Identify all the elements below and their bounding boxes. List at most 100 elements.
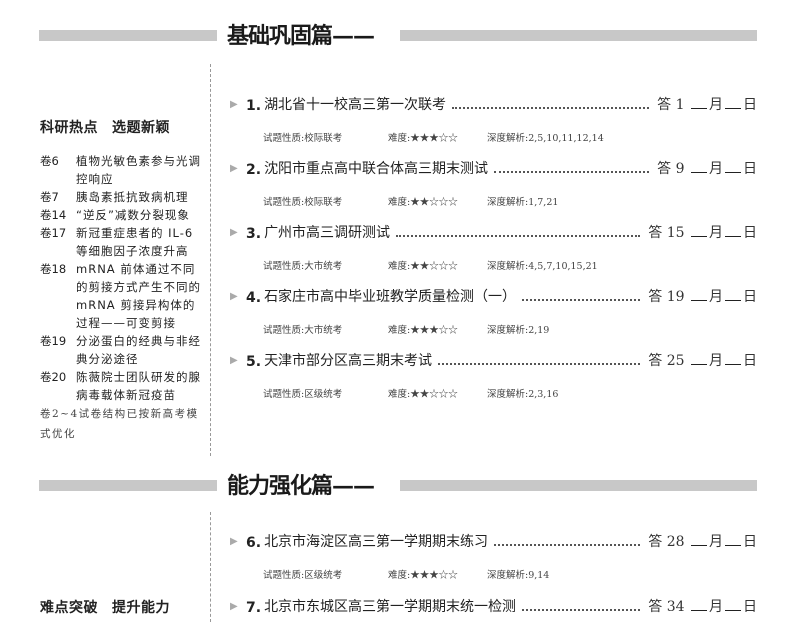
page-number: 19	[666, 289, 685, 305]
exam-number: 4.	[246, 290, 262, 306]
exam-row[interactable]: ▶ 7. 北京市东城区高三第一学期期末统一检测 答 34 月日	[230, 596, 757, 616]
month-blank[interactable]	[691, 108, 707, 109]
analysis-label: 深度解析:	[487, 389, 529, 400]
divider	[210, 512, 211, 622]
day-blank[interactable]	[725, 236, 741, 237]
day-blank[interactable]	[725, 610, 741, 611]
page-number: 25	[666, 353, 685, 369]
section-bar-left	[39, 480, 217, 491]
month-label: 月	[709, 289, 723, 305]
month-blank[interactable]	[691, 172, 707, 173]
analysis-label: 深度解析:	[487, 325, 529, 336]
day-blank[interactable]	[725, 545, 741, 546]
analysis-label: 深度解析:	[487, 197, 529, 208]
nature-value: 校际联考	[304, 133, 343, 144]
answer-page: 答 15 月日	[648, 222, 757, 242]
analysis-value: 2,5,10,11,12,14	[528, 133, 604, 144]
volume-label: 卷19	[40, 334, 67, 348]
analysis: 深度解析:4,5,7,10,15,21	[487, 258, 598, 272]
nature: 试题性质:校际联考	[263, 197, 342, 208]
triangle-right-icon: ▶	[230, 355, 238, 366]
triangle-right-icon: ▶	[230, 601, 238, 612]
nature: 试题性质:区级统考	[263, 389, 342, 400]
exam-meta: 试题性质:大市统考 难度:★★☆☆☆ 深度解析:4,5,7,10,15,21	[263, 258, 598, 272]
nature: 试题性质:区级统考	[263, 570, 342, 581]
triangle-right-icon: ▶	[230, 536, 238, 547]
nature-label: 试题性质:	[263, 389, 305, 400]
exam-row[interactable]: ▶ 5. 天津市部分区高三期末考试 答 25 月日	[230, 350, 757, 370]
side-heading-part: 提升能力	[112, 600, 170, 616]
difficulty-label: 难度:	[388, 570, 411, 581]
day-label: 日	[743, 289, 757, 305]
side-item: 卷14“逆反”减数分裂现象	[40, 206, 206, 224]
nature-label: 试题性质:	[263, 261, 305, 272]
nature-label: 试题性质:	[263, 133, 305, 144]
exam-row[interactable]: ▶ 3. 广州市高三调研测试 答 15 月日	[230, 222, 757, 242]
section-bar-right	[400, 480, 757, 491]
analysis: 深度解析:9,14	[487, 567, 549, 581]
answer-page: 答 28 月日	[648, 531, 757, 551]
dot-leader	[522, 299, 641, 301]
analysis-label: 深度解析:	[487, 133, 529, 144]
day-blank[interactable]	[725, 364, 741, 365]
analysis-value: 9,14	[528, 570, 550, 581]
answer-label: 答	[657, 161, 672, 177]
day-label: 日	[743, 97, 757, 113]
volume-label: 卷6	[40, 154, 59, 168]
difficulty: 难度:★★★☆☆	[388, 322, 458, 336]
month-label: 月	[709, 97, 723, 113]
page-number: 34	[666, 599, 685, 615]
exam-title: 广州市高三调研测试	[264, 225, 391, 241]
exam-title: 湖北省十一校高三第一次联考	[264, 97, 447, 113]
volume-label: 卷17	[40, 226, 67, 240]
topic-text: 植物光敏色素参与光调控响应	[76, 154, 201, 186]
volume-label: 卷7	[40, 190, 59, 204]
page-number: 15	[666, 225, 685, 241]
analysis-label: 深度解析:	[487, 261, 529, 272]
section-bar-left	[39, 30, 217, 41]
analysis: 深度解析:2,19	[487, 322, 549, 336]
section-title-advanced: 能力强化篇——	[227, 473, 375, 499]
nature-value: 大市统考	[304, 325, 343, 336]
side-heading-part: 选题新颖	[112, 120, 170, 136]
exam-row[interactable]: ▶ 4. 石家庄市高中毕业班教学质量检测（一） 答 19 月日	[230, 286, 757, 306]
section-title-basic: 基础巩固篇——	[227, 23, 375, 49]
day-blank[interactable]	[725, 300, 741, 301]
exam-row[interactable]: ▶ 6. 北京市海淀区高三第一学期期末练习 答 28 月日	[230, 531, 757, 551]
nature-label: 试题性质:	[263, 570, 305, 581]
day-blank[interactable]	[725, 172, 741, 173]
day-label: 日	[743, 225, 757, 241]
side-item: 卷6 植物光敏色素参与光调控响应	[40, 152, 206, 188]
answer-page: 答 19 月日	[648, 286, 757, 306]
exam-number: 1.	[246, 98, 262, 114]
note: 卷2~4试卷结构已按新高考模式优化	[40, 408, 199, 440]
answer-page: 答 34 月日	[648, 596, 757, 616]
exam-row[interactable]: ▶ 1. 湖北省十一校高三第一次联考 答 1 月日	[230, 94, 757, 114]
difficulty-label: 难度:	[388, 389, 411, 400]
nature-value: 区级统考	[304, 389, 343, 400]
month-blank[interactable]	[691, 300, 707, 301]
exam-number: 2.	[246, 162, 262, 178]
answer-page: 答 25 月日	[648, 350, 757, 370]
page-number: 9	[675, 161, 685, 177]
nature-label: 试题性质:	[263, 197, 305, 208]
month-blank[interactable]	[691, 236, 707, 237]
nature: 试题性质:大市统考	[263, 325, 342, 336]
exam-row[interactable]: ▶ 2. 沈阳市重点高中联合体高三期末测试 答 9 月日	[230, 158, 757, 178]
day-blank[interactable]	[725, 108, 741, 109]
topic-text: 陈薇院士团队研发的腺病毒载体新冠疫苗	[76, 370, 201, 402]
nature-value: 大市统考	[304, 261, 343, 272]
answer-page: 答 9 月日	[657, 158, 757, 178]
side-heading-2: 难点突破提升能力	[40, 597, 170, 617]
difficulty: 难度:★★★☆☆	[388, 567, 458, 581]
volume-label: 卷14	[40, 208, 67, 222]
answer-label: 答	[648, 599, 663, 615]
answer-label: 答	[648, 353, 663, 369]
analysis-label: 深度解析:	[487, 570, 529, 581]
month-blank[interactable]	[691, 364, 707, 365]
triangle-right-icon: ▶	[230, 163, 238, 174]
page-number: 28	[666, 534, 685, 550]
month-blank[interactable]	[691, 610, 707, 611]
month-blank[interactable]	[691, 545, 707, 546]
